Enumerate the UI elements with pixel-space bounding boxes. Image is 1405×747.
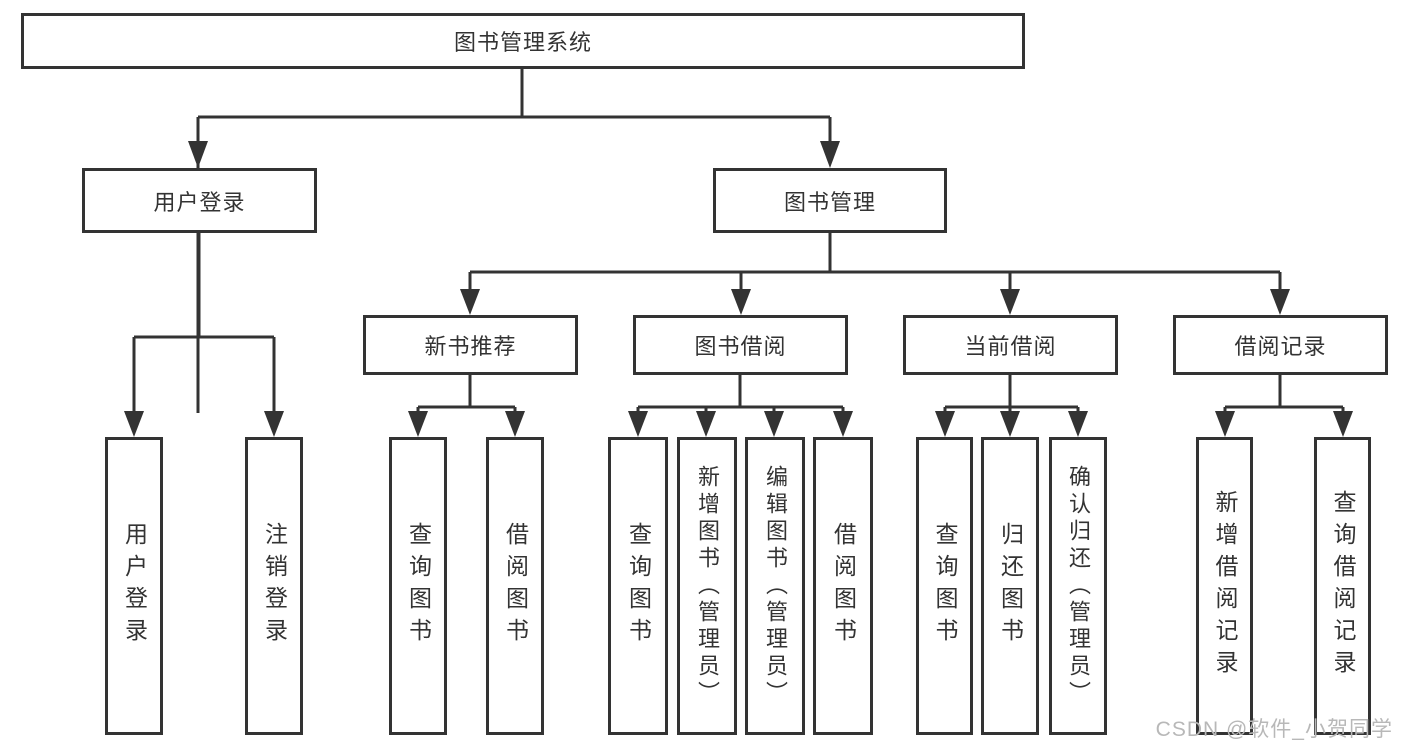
node-label: 查询借阅记录 — [1330, 490, 1356, 682]
leaf-borrow-edit-books-admin: 编辑图书（管理员） — [745, 437, 805, 735]
node-root: 图书管理系统 — [21, 13, 1025, 69]
node-label: 当前借阅 — [964, 334, 1057, 359]
leaf-record-add-borrow-record: 新增借阅记录 — [1196, 437, 1253, 735]
leaf-current-return-books: 归还图书 — [981, 437, 1039, 735]
leaf-record-query-borrow-record: 查询借阅记录 — [1314, 437, 1371, 735]
node-label: 用户登录 — [153, 189, 246, 215]
leaf-borrow-borrow-books: 借阅图书 — [813, 437, 873, 735]
leaf-logout: 注销登录 — [245, 437, 303, 735]
node-label: 借阅图书 — [830, 522, 857, 650]
node-label: 注销登录 — [261, 522, 288, 650]
leaf-borrow-query-books: 查询图书 — [608, 437, 668, 735]
leaf-current-query-books: 查询图书 — [916, 437, 973, 735]
node-label: 图书管理 — [783, 189, 876, 215]
node-user-login: 用户登录 — [82, 168, 317, 233]
leaf-newbook-query-books: 查询图书 — [389, 437, 447, 735]
node-label: 用户登录 — [121, 522, 148, 650]
leaf-newbook-borrow-books: 借阅图书 — [486, 437, 544, 735]
node-label: 新书推荐 — [424, 334, 517, 359]
node-label: 借阅图书 — [502, 522, 529, 650]
leaf-borrow-add-books-admin: 新增图书（管理员） — [677, 437, 737, 735]
node-label: 图书管理系统 — [453, 30, 592, 55]
node-label: 新增借阅记录 — [1212, 490, 1238, 682]
node-label: 查询图书 — [932, 522, 958, 650]
leaf-current-confirm-return-admin: 确认归还（管理员） — [1049, 437, 1107, 735]
node-label: 确认归还（管理员） — [1066, 464, 1091, 708]
csdn-watermark: CSDN @软件_小贺同学 — [1155, 718, 1393, 741]
leaf-user-login: 用户登录 — [105, 437, 163, 735]
node-label: 查询图书 — [405, 522, 432, 650]
node-current-borrowing: 当前借阅 — [903, 315, 1118, 375]
node-label: 查询图书 — [625, 522, 652, 650]
node-label: 归还图书 — [997, 522, 1024, 650]
node-book-management: 图书管理 — [713, 168, 947, 233]
node-borrowing-records: 借阅记录 — [1173, 315, 1388, 375]
node-label: 借阅记录 — [1234, 334, 1327, 359]
node-book-borrowing: 图书借阅 — [633, 315, 848, 375]
arrowhead-group — [124, 141, 1353, 437]
node-label: 新增图书（管理员） — [695, 464, 720, 708]
node-new-book-recommend: 新书推荐 — [363, 315, 578, 375]
node-label: 编辑图书（管理员） — [763, 464, 788, 708]
node-label: 图书借阅 — [694, 334, 787, 359]
